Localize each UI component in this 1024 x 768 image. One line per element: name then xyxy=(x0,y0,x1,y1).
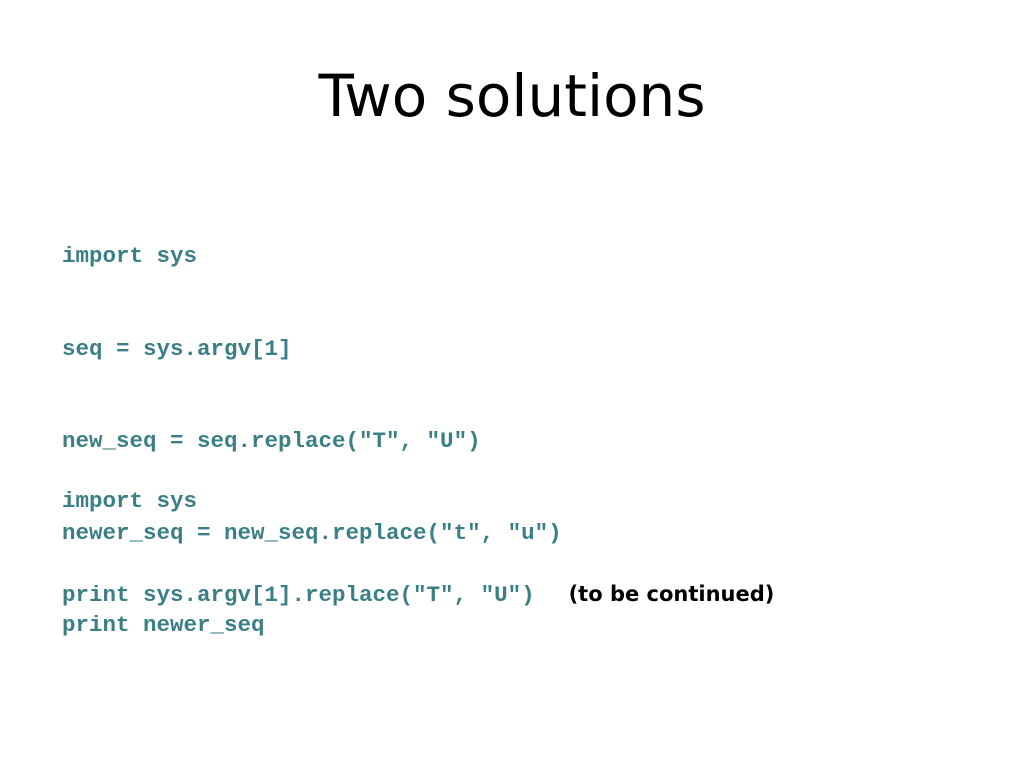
code-block-solution-1: import sys seq = sys.argv[1] new_seq = s… xyxy=(62,180,562,702)
code-line: print sys.argv[1].replace("T", "U") xyxy=(62,581,535,608)
code-line: new_seq = seq.replace("T", "U") xyxy=(62,427,481,454)
code-line-with-note: print sys.argv[1].replace("T", "U") (to b… xyxy=(62,579,774,610)
code-line: seq = sys.argv[1] xyxy=(62,335,292,362)
continuation-note: (to be continued) xyxy=(568,581,775,606)
code-block-solution-2: import sys print sys.argv[1].replace("T"… xyxy=(62,425,774,671)
code-line: import sys xyxy=(62,243,198,270)
slide-title: Two solutions xyxy=(318,62,706,130)
code-line: newer_seq = new_seq.replace("t", "u") xyxy=(62,519,562,546)
code-line: print newer_seq xyxy=(62,611,265,638)
code-line: import sys xyxy=(62,488,198,515)
